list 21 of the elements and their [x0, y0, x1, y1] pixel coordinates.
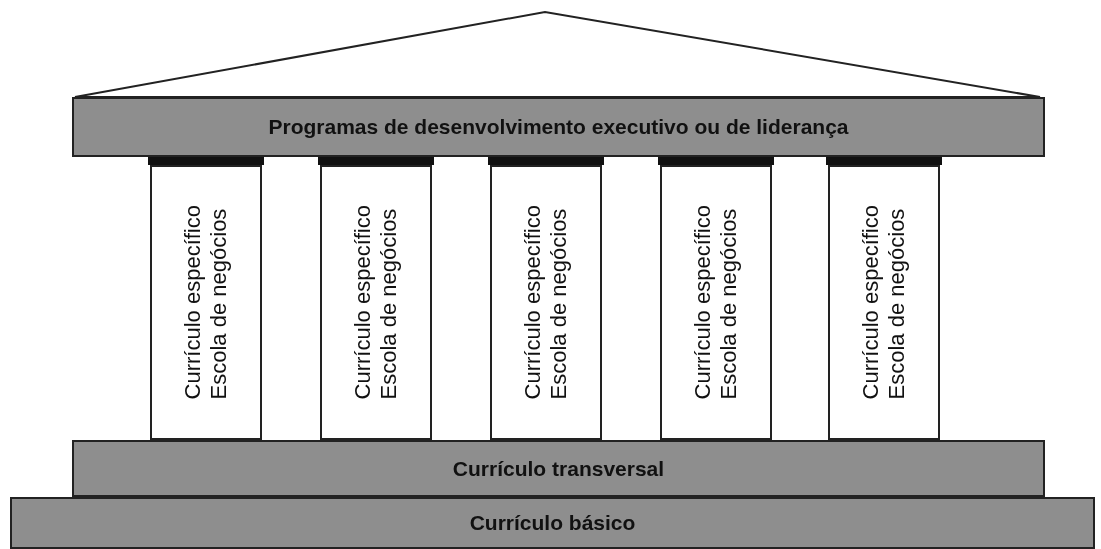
pillar-label: Currículo específico: [520, 205, 546, 400]
pillar-box: [660, 165, 772, 440]
pillar-label: Currículo específico: [180, 205, 206, 400]
pillar-box: [490, 165, 602, 440]
pillar-label: Escola de negócios: [716, 207, 742, 400]
pillar-box: [828, 165, 940, 440]
layer-bar: [72, 97, 1045, 157]
pillar-label: Escola de negócios: [376, 207, 402, 400]
pillar-label: Currículo específico: [690, 205, 716, 400]
pillar-label: Currículo específico: [858, 205, 884, 400]
layer-label: Programas de desenvolvimento executivo ou de liderança: [268, 115, 849, 139]
layer-label: Currículo básico: [469, 511, 636, 535]
pillar-label: Escola de negócios: [206, 207, 232, 400]
pillar-label: Escola de negócios: [884, 207, 910, 400]
layer-label: Currículo transversal: [452, 456, 665, 481]
layer-bar: [72, 440, 1045, 497]
pillar-box: [320, 165, 432, 440]
pillar-label: Currículo específico: [350, 205, 376, 400]
pillar-box: [150, 165, 262, 440]
pillar-label: Escola de negócios: [546, 207, 572, 400]
layer-bar: [10, 497, 1095, 549]
